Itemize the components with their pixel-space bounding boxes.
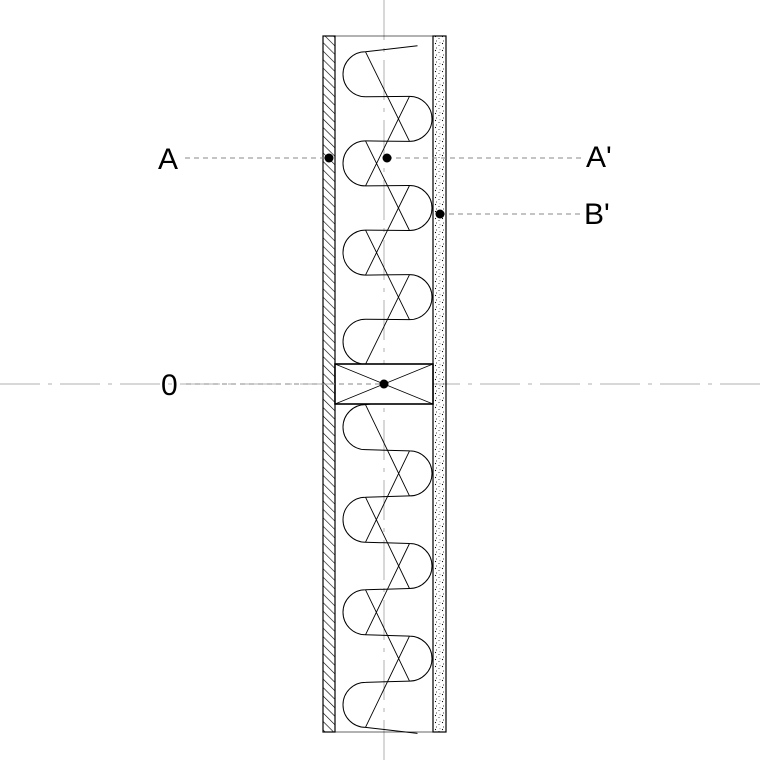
insulation-cross-path xyxy=(365,404,410,728)
label-zero: 0 xyxy=(161,369,178,402)
insulation-cross-path xyxy=(365,51,410,365)
insulation-loop-path xyxy=(342,45,433,371)
point-zero xyxy=(379,379,389,389)
insulation-batt-lower xyxy=(342,398,433,734)
label-a: A xyxy=(158,143,178,176)
point-b-prime xyxy=(435,209,445,219)
point-a-prime xyxy=(382,153,392,163)
label-b-prime: B' xyxy=(584,198,610,231)
point-a xyxy=(324,153,334,163)
label-a-prime: A' xyxy=(586,141,612,174)
insulation-loop-path xyxy=(342,398,433,734)
leader-lines xyxy=(185,157,585,385)
insulation-batt-upper xyxy=(342,45,433,371)
points xyxy=(324,153,445,389)
stippled-board-layer xyxy=(432,35,447,733)
